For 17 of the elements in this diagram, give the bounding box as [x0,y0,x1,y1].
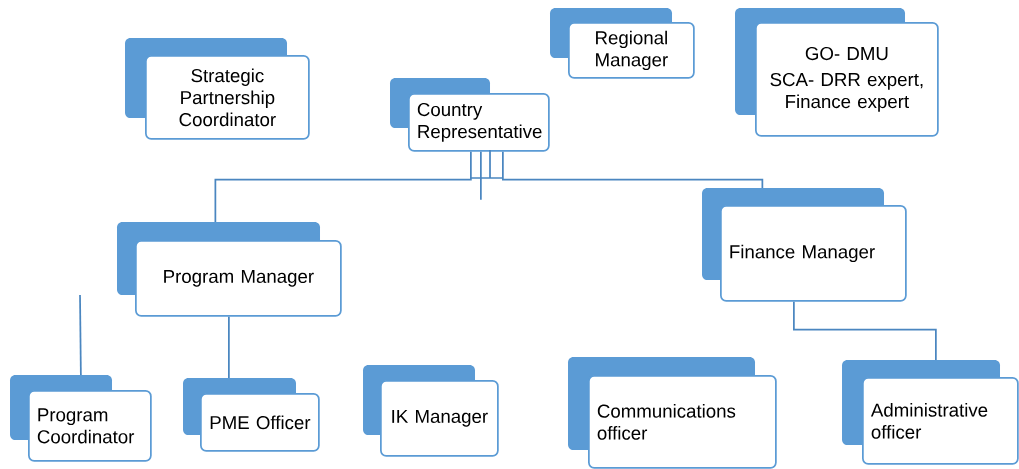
org-box: IK Manager [363,365,499,457]
connector-line [480,150,482,201]
connector-line [228,315,230,379]
org-box: GO- DMU SCA- DRR expert, Finance expert [735,8,939,137]
org-box: Program Coordinator [10,375,152,462]
connector-line [79,294,82,376]
org-box: Administrative officer [842,360,1019,465]
org-box: PME Officer [183,378,320,452]
org-box: Country Representative [390,78,550,152]
org-box: Program Manager [117,222,342,317]
org-box: Communications officer [568,357,777,469]
org-box: Strategic Partnership Coordinator [125,38,310,140]
connector-line [502,150,764,189]
org-box: Regional Manager [550,8,695,79]
org-box: Finance Manager [702,188,907,302]
connector-line [214,150,472,223]
connector-line [793,300,937,361]
